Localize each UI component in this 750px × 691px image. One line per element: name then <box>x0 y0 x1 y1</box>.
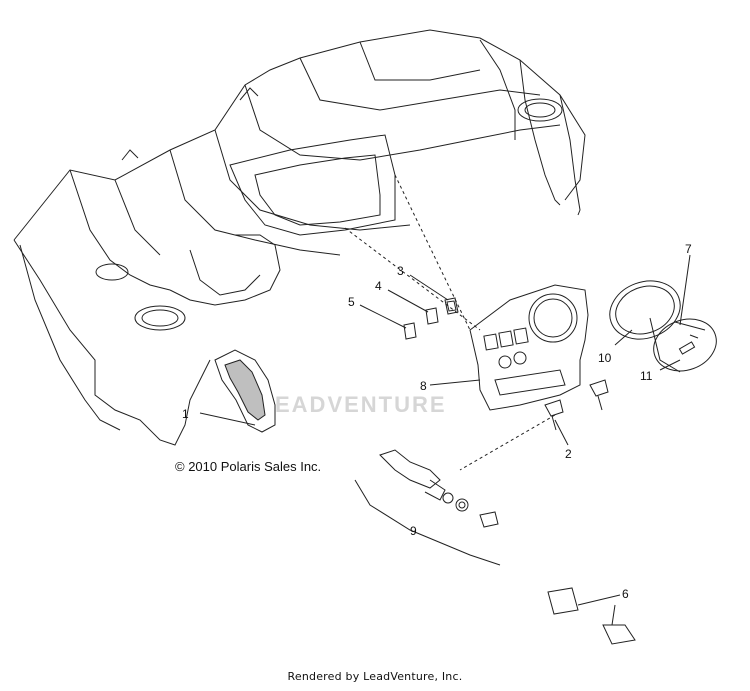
callout-1: 1 <box>182 407 189 421</box>
callout-9: 9 <box>410 524 417 538</box>
callout-8: 8 <box>420 379 427 393</box>
part-6-bulbs <box>547 587 636 645</box>
watermark: EADVENTURE <box>275 392 447 417</box>
part-8-bezel <box>469 284 589 411</box>
part-1-handle <box>214 349 276 433</box>
callouts: 1 2 3 4 5 6 7 8 9 10 11 <box>182 242 692 601</box>
part-3-switch <box>444 297 459 315</box>
callout-11: 11 <box>640 369 653 383</box>
leader-lines <box>344 174 556 471</box>
callout-10: 10 <box>598 351 612 365</box>
callout-7: 7 <box>685 242 692 256</box>
callout-3: 3 <box>397 264 404 278</box>
callout-4: 4 <box>375 279 382 293</box>
callout-leaders <box>199 254 691 626</box>
footer-text: Rendered by LeadVenture, Inc. <box>287 670 463 683</box>
callout-5: 5 <box>348 295 355 309</box>
part-10-gauge-bezel <box>609 280 681 340</box>
copyright-text: © 2010 Polaris Sales Inc. <box>175 459 322 474</box>
callout-2: 2 <box>565 447 572 461</box>
dashboard-body <box>13 29 586 446</box>
part-2-fastener <box>544 379 609 431</box>
part-5-switch <box>403 322 417 340</box>
part-9-outlet <box>379 449 499 528</box>
part-4-switch <box>425 307 439 325</box>
callout-6: 6 <box>622 587 629 601</box>
part-11-gauge <box>649 317 717 373</box>
